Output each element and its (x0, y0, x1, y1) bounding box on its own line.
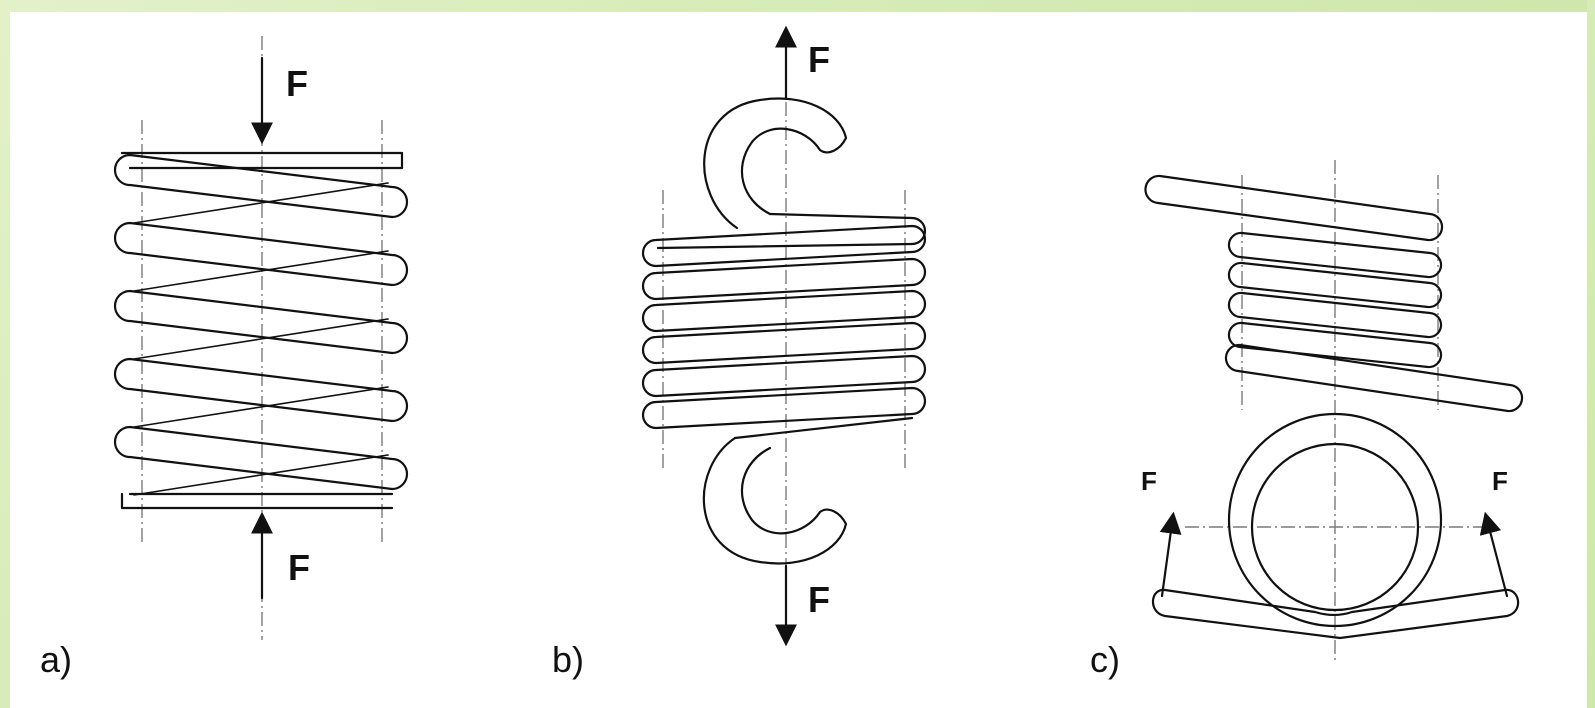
extension-spring-panel: F F b) (552, 25, 927, 680)
top-leg (1144, 174, 1444, 242)
compression-spring-coils (113, 151, 409, 510)
top-hook (703, 97, 848, 230)
coil-turn (1227, 291, 1443, 339)
top-end-coil (120, 151, 404, 170)
top-lead-coil (656, 212, 927, 250)
frame-border-top (0, 0, 1595, 12)
coil-back-strand (133, 386, 389, 428)
coil-back-strand (133, 182, 389, 224)
torsion-spring-coils (1144, 174, 1524, 413)
coil-turn (641, 354, 927, 398)
coil-back-strand (133, 318, 389, 360)
coil-turn (641, 386, 927, 430)
frame-border-left (0, 0, 10, 708)
panel-label-b: b) (552, 639, 584, 680)
coil-turn (1227, 321, 1443, 369)
force-label-left: F (1141, 466, 1157, 496)
coil-turn (641, 224, 927, 268)
bottom-lead-coil (733, 416, 914, 440)
torsion-spring-panel: F F c) (1090, 160, 1524, 680)
force-label-right: F (1492, 466, 1508, 496)
right-force-arrow (1479, 511, 1509, 598)
coil-turn (641, 257, 927, 301)
coil-turn (113, 153, 409, 219)
coil-turn (113, 357, 409, 423)
coil-turn (641, 289, 927, 333)
coil-turn (113, 425, 409, 491)
coil-turn (113, 221, 409, 287)
coil-outer-circle (1227, 412, 1443, 628)
coil-turn (1227, 231, 1443, 279)
panel-label-a: a) (40, 639, 72, 680)
force-label-bottom: F (288, 547, 310, 588)
left-force-arrow (1159, 511, 1182, 598)
compression-spring-panel: F F a) (40, 36, 409, 680)
coil-back-strand (133, 250, 389, 292)
coil-inner-circle (1250, 442, 1420, 612)
bottom-end-coil (120, 492, 394, 510)
force-label-top: F (808, 39, 830, 80)
coil-turn (113, 289, 409, 355)
force-label-top: F (286, 63, 308, 104)
force-label-bottom: F (808, 579, 830, 620)
coil-turn (1227, 261, 1443, 309)
torsion-legs (1151, 588, 1520, 640)
frame-border-right (1587, 0, 1595, 708)
bottom-hook (702, 436, 848, 565)
bottom-leg (1224, 343, 1524, 413)
coil-back-strand (133, 454, 389, 496)
panel-label-c: c) (1090, 639, 1120, 680)
extension-spring-coils (641, 212, 927, 440)
coil-turn (641, 321, 927, 365)
